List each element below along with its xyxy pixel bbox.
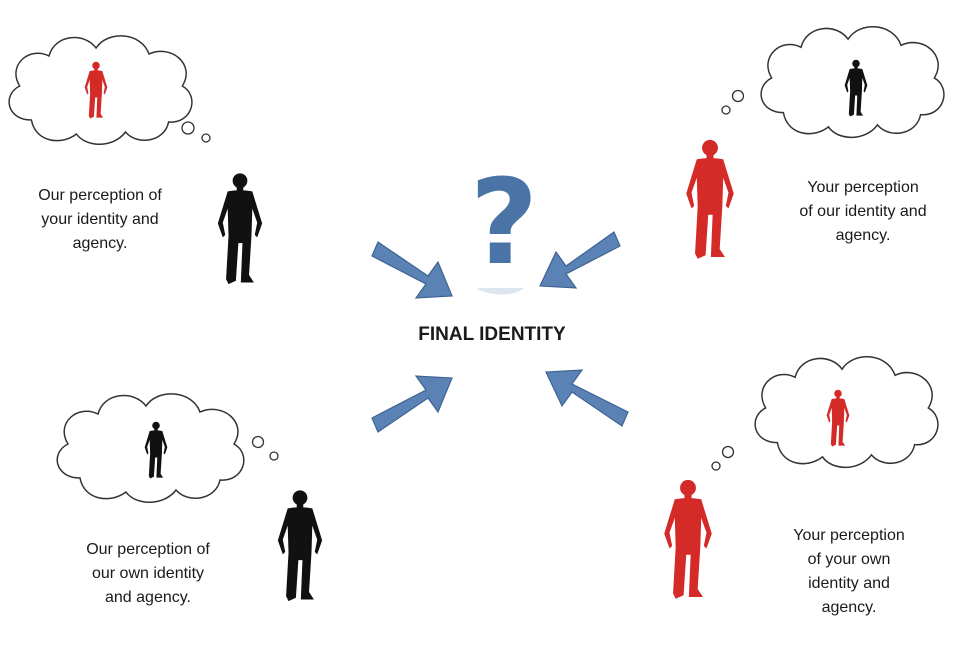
red-figure-top-right [686, 139, 734, 259]
caption-line: agency. [821, 599, 877, 616]
caption-line: agency. [835, 227, 891, 244]
arrow-bottom-left [371, 375, 453, 433]
caption-bottom-left: Our perception of our own identity and a… [58, 538, 238, 610]
caption-line: Your perception [793, 527, 905, 544]
caption-line: Our perception of [38, 187, 162, 204]
thought-cloud-top-right [721, 26, 945, 139]
caption-line: identity and [808, 575, 890, 592]
caption-line: of your own [807, 551, 891, 568]
caption-line: Your perception [807, 179, 919, 196]
caption-top-right: Your perception of our identity and agen… [770, 176, 956, 248]
caption-line: of our identity and [799, 203, 927, 220]
caption-line: your identity and [41, 211, 159, 228]
question-mark-reflection: ? [444, 288, 564, 318]
caption-line: Our perception of [86, 541, 210, 558]
red-figure-bottom-right [664, 479, 712, 599]
caption-line: agency. [72, 235, 128, 252]
caption-top-left: Our perception of your identity and agen… [10, 184, 190, 256]
arrow-top-left [371, 241, 453, 299]
arrow-bottom-right [545, 369, 629, 427]
final-identity-title: FINAL IDENTITY [418, 324, 566, 345]
thought-cloud-top-left [8, 35, 211, 146]
thought-cloud-bottom-left [56, 393, 279, 504]
question-mark-icon: ? [469, 153, 539, 291]
black-figure-bottom-left [277, 490, 323, 602]
arrow-top-right [539, 231, 621, 289]
thought-cloud-bottom-right [711, 356, 939, 471]
caption-bottom-right: Your perception of your own identity and… [764, 524, 934, 620]
caption-line: our own identity [91, 565, 205, 582]
caption-line: and agency. [105, 589, 191, 606]
black-figure-top-left [217, 173, 263, 285]
